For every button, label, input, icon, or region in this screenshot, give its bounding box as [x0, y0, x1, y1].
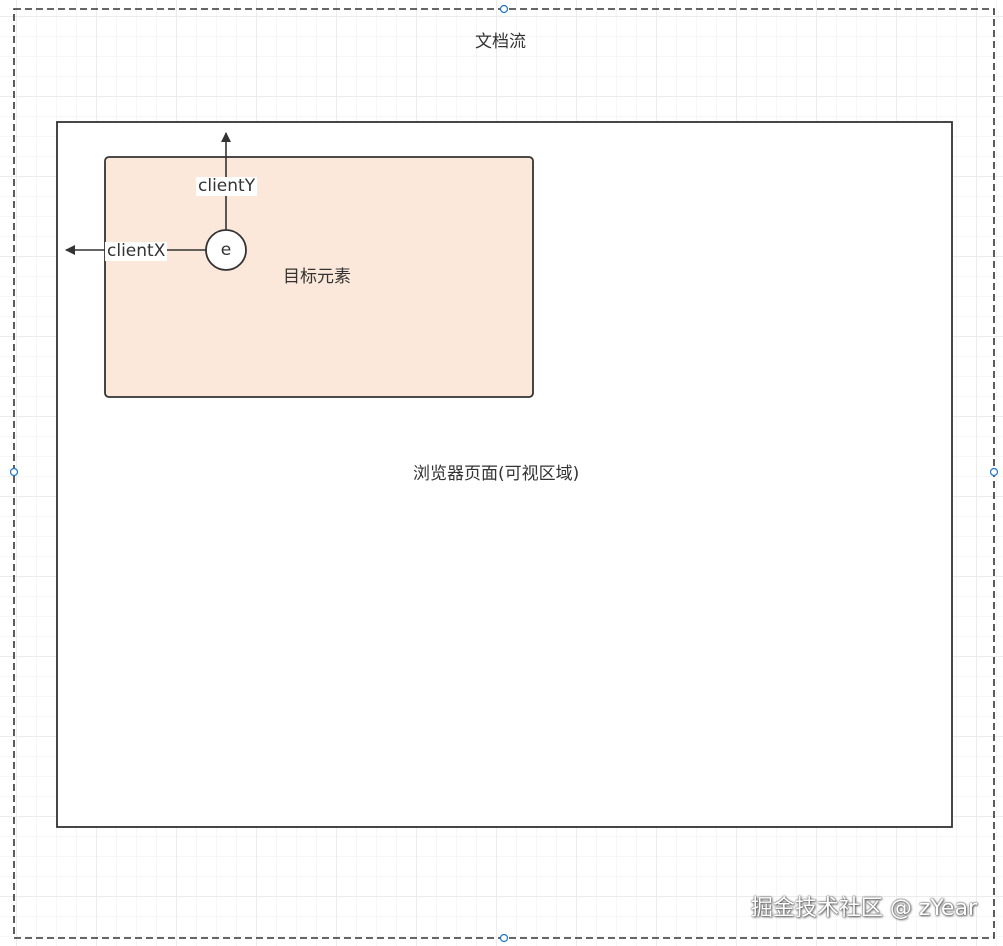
target-element-label: 目标元素 — [283, 267, 351, 287]
selection-handle-top[interactable] — [499, 4, 509, 14]
selection-handle-bottom[interactable] — [499, 933, 509, 943]
event-point-label: e — [220, 240, 232, 260]
selection-handle-right[interactable] — [989, 467, 999, 477]
viewport-label: 浏览器页面(可视区域) — [413, 464, 580, 484]
document-flow-label: 文档流 — [475, 32, 526, 52]
client-y-label: clientY — [196, 176, 258, 196]
target-element-box — [104, 156, 534, 398]
client-x-label: clientX — [105, 241, 168, 261]
selection-handle-left[interactable] — [9, 467, 19, 477]
watermark-text: 掘金技术社区 @ zYear — [750, 896, 977, 921]
event-point-circle — [205, 229, 247, 271]
